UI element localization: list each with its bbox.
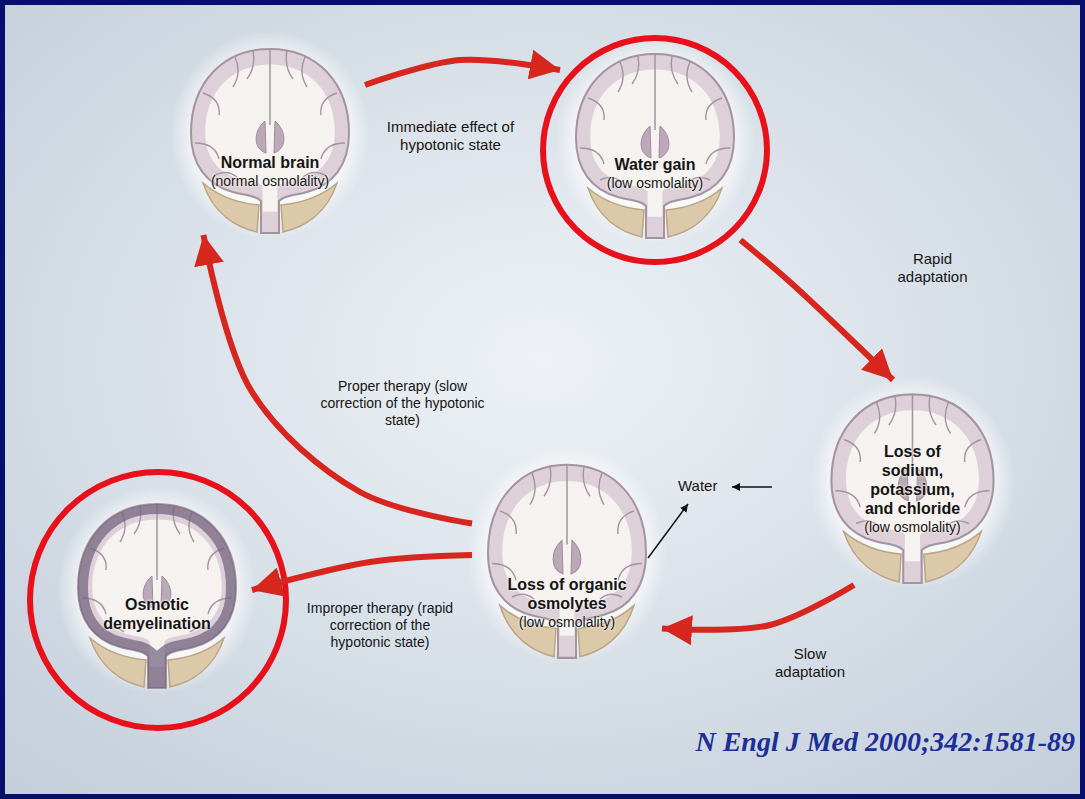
brain-node: Normal brain(normal osmolality) bbox=[175, 35, 365, 235]
edge-label: Slow adaptation bbox=[760, 645, 860, 681]
state-osmolality: (normal osmolality) bbox=[185, 172, 355, 190]
leader-label: Water bbox=[678, 477, 717, 494]
process-arrow bbox=[662, 585, 854, 630]
highlight-circle bbox=[30, 472, 286, 728]
brain-illustration bbox=[555, 36, 755, 244]
brain-illustration bbox=[57, 486, 257, 694]
edge-label: Proper therapy (slow correction of the h… bbox=[320, 378, 485, 429]
state-heading: Water gain bbox=[580, 155, 730, 174]
leader-arrow bbox=[648, 504, 688, 558]
slide-ground bbox=[5, 5, 1080, 794]
process-arrow bbox=[252, 555, 472, 590]
state-osmolality: (low osmolality) bbox=[855, 518, 970, 536]
demyelination-band bbox=[78, 504, 236, 688]
citation: N Engl J Med 2000;342:1581-89 bbox=[695, 726, 1075, 758]
leader-arrow bbox=[732, 486, 772, 488]
state-osmolality: (low osmolality) bbox=[580, 174, 730, 192]
highlight-circle bbox=[543, 38, 767, 262]
edge-label: Rapid adaptation bbox=[885, 250, 980, 286]
brain-node: Osmotic demyelination bbox=[62, 490, 252, 690]
brain-illustration bbox=[170, 31, 370, 239]
state-heading: Loss of organic osmolytes bbox=[500, 575, 635, 613]
brain-node: Loss of organic osmolytes(low osmolality… bbox=[472, 450, 662, 660]
edge-label: Immediate effect of hypotonic state bbox=[383, 118, 518, 154]
state-heading: Osmotic demyelination bbox=[95, 595, 220, 633]
demyelination-rim bbox=[78, 504, 236, 688]
demyelinated-brain bbox=[57, 486, 257, 694]
edge-label: Improper therapy (rapid correction of th… bbox=[305, 600, 455, 651]
process-arrow bbox=[365, 60, 560, 85]
brain-node: Loss of sodium, potassium, and chloride(… bbox=[815, 380, 1010, 585]
state-heading: Normal brain bbox=[185, 153, 355, 172]
state-osmolality: (low osmolality) bbox=[500, 613, 635, 631]
brain-node: Water gain(low osmolality) bbox=[560, 40, 750, 240]
process-arrow bbox=[741, 240, 894, 380]
brain-illustration bbox=[467, 446, 667, 664]
state-heading: Loss of sodium, potassium, and chloride bbox=[855, 442, 970, 518]
brain-illustration bbox=[810, 376, 1015, 589]
